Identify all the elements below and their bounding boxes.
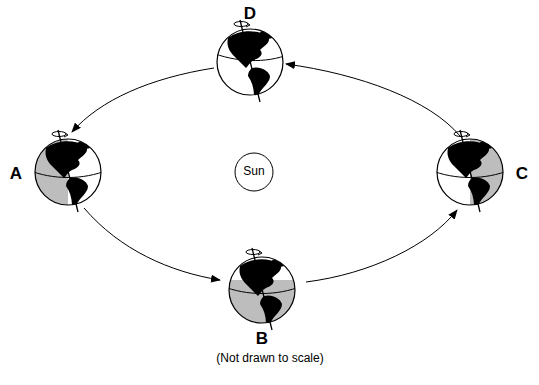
sun-circle: Sun [234, 152, 274, 192]
position-letter: C [516, 165, 528, 184]
position-letter: A [10, 165, 22, 184]
sun-label: Sun [243, 165, 264, 178]
earth-b [222, 248, 302, 330]
caption: (Not drawn to scale) [216, 352, 323, 365]
position-letter: D [244, 5, 256, 24]
earth-a [28, 130, 108, 212]
earth-c [430, 130, 510, 212]
earth-d [210, 20, 290, 102]
position-letter: B [256, 330, 268, 349]
